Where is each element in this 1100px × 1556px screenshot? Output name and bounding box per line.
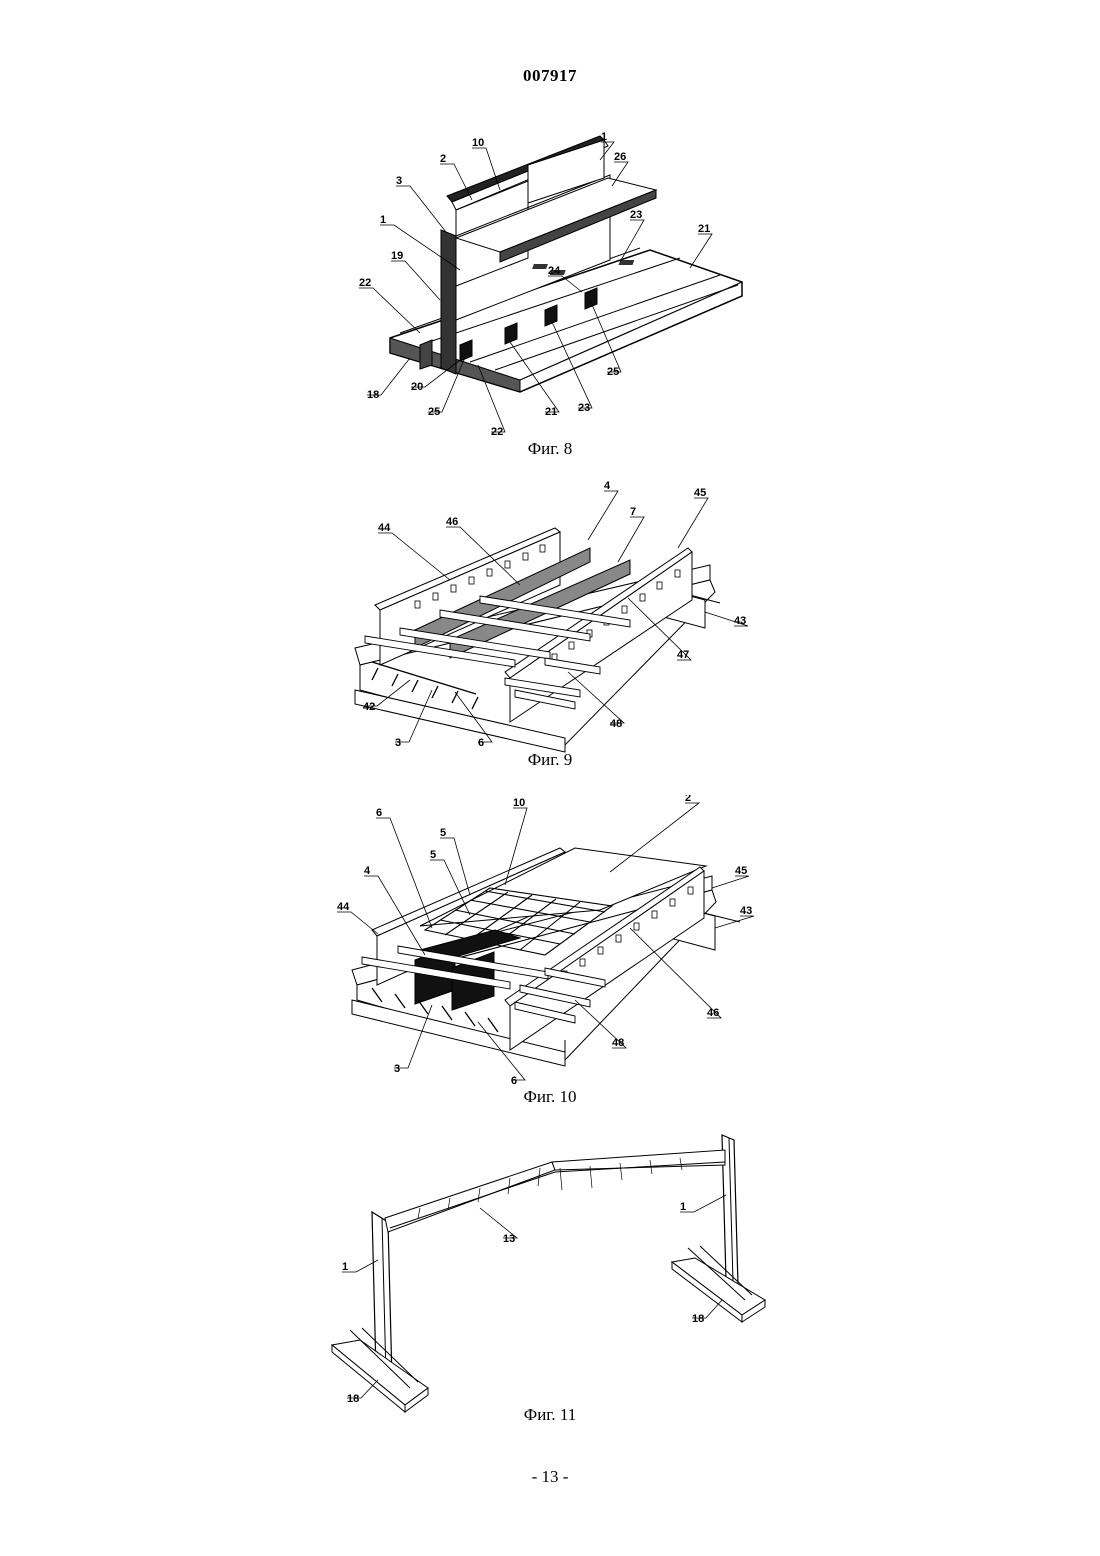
- fig8-callout-2: 2: [440, 153, 446, 165]
- fig8-callout-1b: 1: [380, 214, 386, 226]
- fig9-callout-48: 48: [610, 718, 622, 730]
- fig10-callout-43: 43: [740, 905, 752, 917]
- fig9-callout-6: 6: [478, 737, 484, 749]
- fig10-callout-6b: 6: [511, 1075, 517, 1087]
- fig9-callout-7: 7: [630, 506, 636, 518]
- figure-10-caption: Фиг. 10: [0, 1087, 1100, 1107]
- figure-9-caption: Фиг. 9: [0, 750, 1100, 770]
- fig11-callout-1b: 1: [680, 1201, 686, 1213]
- figure-11: 1 13 1 18 18 Фиг. 11: [0, 1125, 1100, 1430]
- page-number: - 13 -: [0, 1467, 1100, 1487]
- fig11-callout-1a: 1: [342, 1261, 348, 1273]
- figure-9-drawing: 4 45 46 7 44 43 47 42 48 3 6: [0, 478, 1100, 778]
- fig8-callout-18: 18: [367, 389, 379, 401]
- fig8-callout-25b: 25: [607, 366, 619, 378]
- figure-11-drawing: 1 13 1 18 18: [0, 1125, 1100, 1430]
- fig9-callout-42: 42: [363, 701, 375, 713]
- fig10-callout-48: 48: [612, 1037, 624, 1049]
- fig11-callout-18b: 18: [347, 1393, 359, 1405]
- figure-8-caption: Фиг. 8: [0, 439, 1100, 459]
- fig8-callout-25a: 25: [428, 406, 440, 418]
- fig8-callout-10: 10: [472, 137, 484, 149]
- figure-10-drawing: 10 2 6 5 5 45 4 44 43 46 48 3 6: [0, 795, 1100, 1113]
- figure-11-caption: Фиг. 11: [0, 1405, 1100, 1425]
- fig9-callout-3: 3: [395, 737, 401, 749]
- fig8-callout-26: 26: [614, 151, 626, 163]
- fig10-callout-44: 44: [337, 901, 350, 913]
- fig9-callout-4: 4: [604, 480, 611, 492]
- fig10-callout-4: 4: [364, 865, 371, 877]
- fig8-callout-21a: 21: [698, 223, 710, 235]
- fig10-callout-6a: 6: [376, 807, 382, 819]
- fig10-callout-45: 45: [735, 865, 747, 877]
- fig9-callout-47: 47: [677, 649, 689, 661]
- fig8-callout-3: 3: [396, 175, 402, 187]
- fig11-callout-18a: 18: [692, 1313, 704, 1325]
- figure-10: 10 2 6 5 5 45 4 44 43 46 48 3 6 Фиг. 10: [0, 795, 1100, 1113]
- fig9-callout-44: 44: [378, 522, 391, 534]
- fig10-callout-5b: 5: [430, 849, 436, 861]
- fig8-callout-1a: 1: [601, 131, 607, 143]
- fig8-callout-23b: 23: [578, 402, 590, 414]
- fig8-callout-20: 20: [411, 381, 423, 393]
- fig9-callout-43: 43: [734, 615, 746, 627]
- fig8-callout-19: 19: [391, 250, 403, 262]
- doc-number: 007917: [0, 66, 1100, 86]
- fig8-callout-22b: 22: [491, 426, 503, 438]
- fig8-callout-22a: 22: [359, 277, 371, 289]
- fig10-callout-5a: 5: [440, 827, 446, 839]
- fig11-callout-13: 13: [503, 1233, 515, 1245]
- fig8-callout-21b: 21: [545, 406, 557, 418]
- fig10-callout-10: 10: [513, 797, 525, 809]
- fig10-callout-3: 3: [394, 1063, 400, 1075]
- fig8-callout-23a: 23: [630, 209, 642, 221]
- fig9-callout-45: 45: [694, 487, 706, 499]
- fig9-callout-46: 46: [446, 516, 458, 528]
- fig10-callout-46: 46: [707, 1007, 719, 1019]
- fig10-callout-2: 2: [685, 795, 691, 804]
- figure-8: 10 1 2 26 3 1 23 21 19 24 22 18 20 25 21…: [0, 120, 1100, 465]
- fig8-callout-24: 24: [548, 265, 561, 277]
- figure-9: 4 45 46 7 44 43 47 42 48 3 6 Фиг. 9: [0, 478, 1100, 778]
- figure-8-drawing: 10 1 2 26 3 1 23 21 19 24 22 18 20 25 21…: [0, 120, 1100, 465]
